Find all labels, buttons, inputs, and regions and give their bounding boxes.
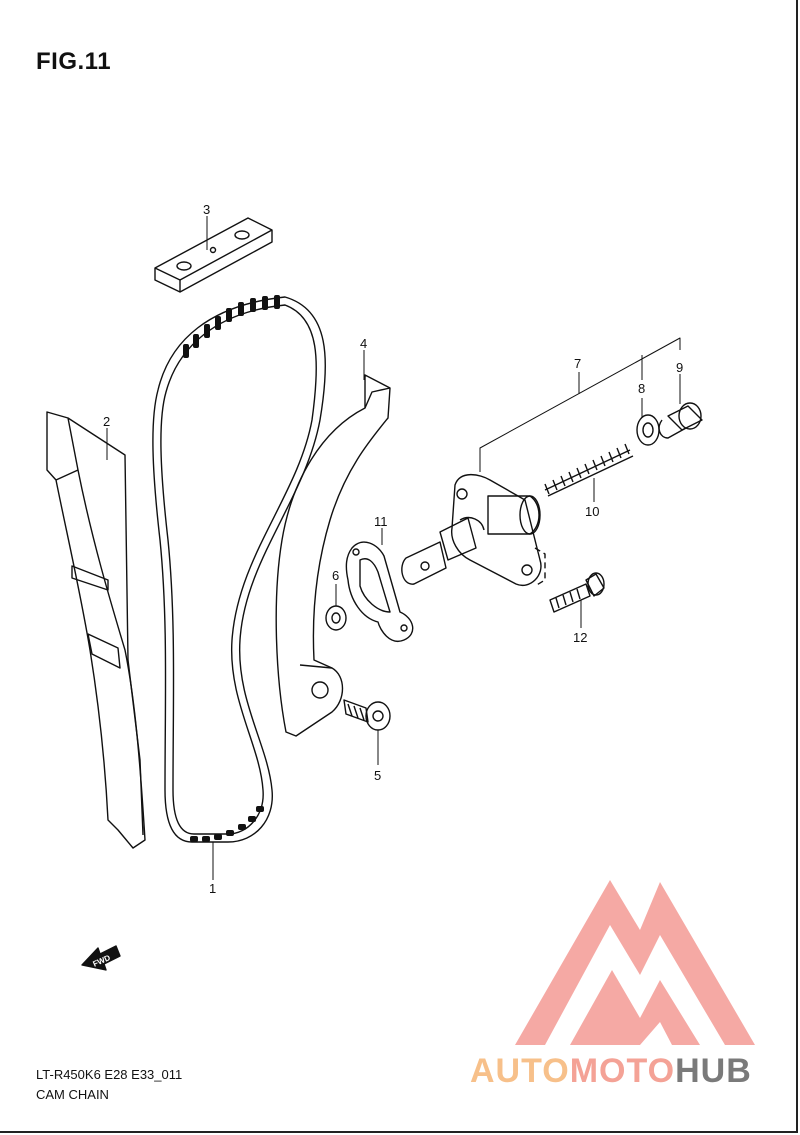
cam-chain xyxy=(152,295,327,843)
figure-title: FIG.11 xyxy=(36,48,112,75)
figure-code: LT-R450K6 E28 E33_011 xyxy=(36,1067,183,1082)
tensioner-mounting-bolt xyxy=(549,572,605,613)
cam-chain-guide xyxy=(46,411,146,849)
tensioner-plug-bolt xyxy=(658,402,703,439)
automotohub-logo-icon xyxy=(515,880,755,1045)
callout-1: 1 xyxy=(209,881,216,896)
chain-tensioner-guide xyxy=(275,374,391,737)
callout-2: 2 xyxy=(103,414,110,429)
leader-lines xyxy=(106,216,681,880)
callout-8: 8 xyxy=(638,381,645,396)
tensioner-gasket xyxy=(345,541,414,642)
watermark-auto: AUTO xyxy=(470,1052,570,1090)
callout-7: 7 xyxy=(574,356,581,371)
watermark-moto: MOTO xyxy=(569,1052,676,1090)
callout-3: 3 xyxy=(203,202,210,217)
washer xyxy=(325,605,347,631)
callout-6: 6 xyxy=(332,568,339,583)
forward-direction-arrow-icon xyxy=(81,945,121,971)
guide-bolt xyxy=(343,699,391,731)
callout-labels: 1 2 3 4 5 6 7 8 9 10 11 12 xyxy=(103,202,683,896)
callout-9: 9 xyxy=(676,360,683,375)
watermark-text: AUTOMOTOHUB xyxy=(470,1052,752,1091)
callout-10: 10 xyxy=(585,504,599,519)
callout-11: 11 xyxy=(374,514,388,529)
figure-caption: CAM CHAIN xyxy=(36,1087,109,1102)
callout-12: 12 xyxy=(573,630,587,645)
cam-chain-tensioner xyxy=(401,473,542,587)
watermark-hub: HUB xyxy=(675,1052,752,1090)
tensioner-spring xyxy=(544,443,634,497)
chain-guide-plate xyxy=(154,217,273,293)
callout-5: 5 xyxy=(374,768,381,783)
sealing-washer xyxy=(636,414,660,446)
callout-4: 4 xyxy=(360,336,367,351)
